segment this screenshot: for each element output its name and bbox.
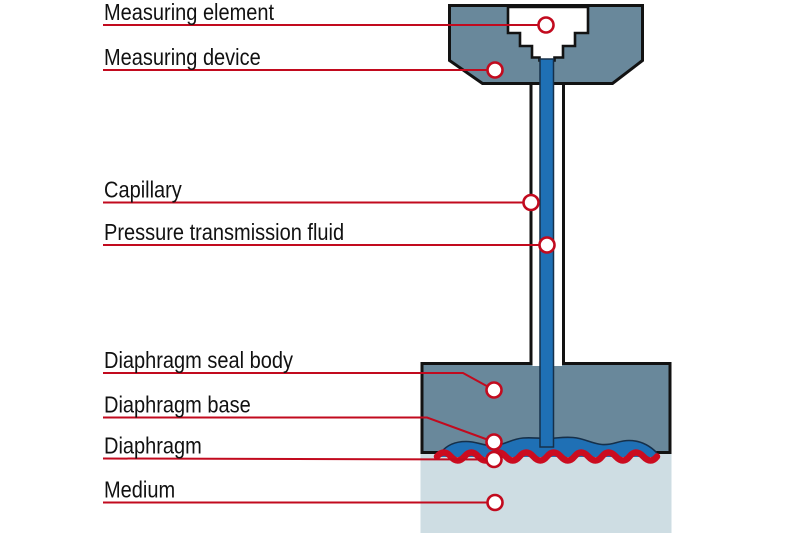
neck-bore-right [553, 86, 562, 366]
label-diaphragm-base: Diaphragm base [104, 391, 251, 418]
marker-medium [486, 493, 504, 512]
leader-diaphragm-base [103, 416, 495, 443]
diaphragm-membrane [433, 449, 661, 464]
leader-diaphragm-seal-body [103, 372, 495, 391]
measuring-element-shape [506, 5, 590, 62]
marker-diaphragm-seal-body [485, 381, 503, 399]
label-measuring-element: Measuring element [104, 0, 274, 25]
marker-measuring-device [486, 61, 504, 79]
label-capillary: Capillary [104, 176, 182, 203]
capillary-neck-bore [532, 86, 562, 366]
label-medium: Medium [104, 476, 175, 503]
label-diaphragm-seal-body: Diaphragm seal body [104, 347, 293, 374]
labels: Measuring element Measuring device Capil… [104, 0, 344, 503]
neck-bore-left [532, 86, 540, 366]
medium-area [420, 454, 672, 533]
label-diaphragm: Diaphragm [104, 432, 202, 459]
label-measuring-device: Measuring device [104, 44, 261, 71]
marker-diaphragm-base [485, 433, 503, 451]
marker-pressure-transmission-fluid [538, 236, 556, 254]
label-pressure-transmission-fluid: Pressure transmission fluid [104, 219, 344, 246]
capillary-walls [529, 84, 565, 365]
annotation-lines [102, 24, 547, 504]
marker-capillary [522, 193, 540, 212]
callout-markers [485, 16, 556, 512]
leader-diaphragm [102, 457, 495, 461]
marker-measuring-element [537, 16, 555, 34]
marker-diaphragm [485, 450, 503, 469]
